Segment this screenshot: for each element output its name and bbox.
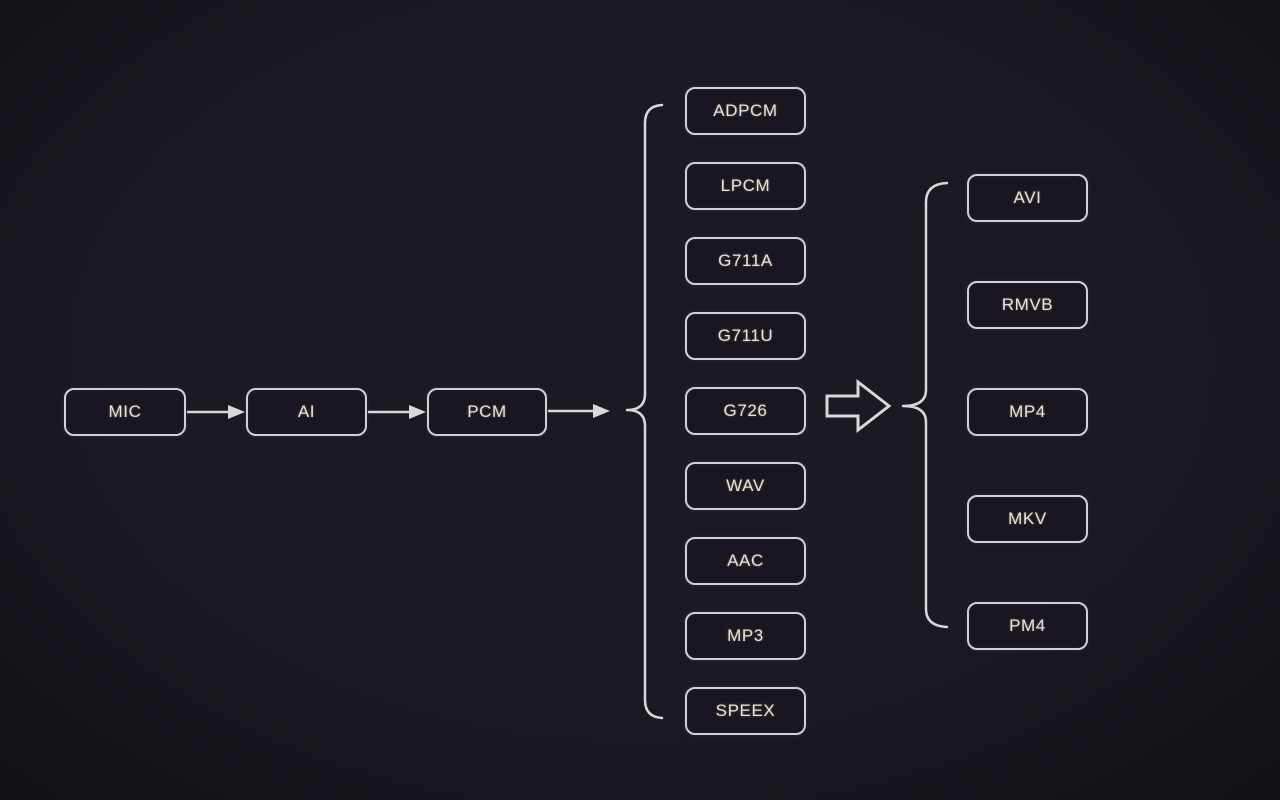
- codec-list: ADPCM LPCM G711A G711U G726 WAV AAC MP3 …: [685, 87, 806, 735]
- codec-g711a: G711A: [685, 237, 806, 285]
- container-rmvb: RMVB: [967, 281, 1088, 329]
- container-label: MKV: [1008, 509, 1047, 528]
- codecs-brace-icon: [625, 103, 664, 720]
- node-ai: AI: [246, 388, 367, 436]
- container-avi: AVI: [967, 174, 1088, 222]
- codec-label: G711U: [717, 326, 774, 345]
- codec-label: LPCM: [720, 176, 771, 195]
- container-pm4: PM4: [967, 602, 1088, 650]
- codecs-to-containers-arrow-icon: [825, 378, 892, 434]
- container-list: AVI RMVB MP4 MKV PM4: [967, 174, 1088, 650]
- codec-label: ADPCM: [713, 101, 778, 120]
- arrow-mic-to-ai-icon: [186, 405, 245, 419]
- container-mkv: MKV: [967, 495, 1088, 543]
- codec-g711u: G711U: [685, 312, 806, 360]
- container-label: PM4: [1009, 616, 1046, 635]
- codec-wav: WAV: [685, 462, 806, 510]
- codec-g726: G726: [685, 387, 806, 435]
- container-label: RMVB: [1001, 295, 1054, 314]
- container-label: AVI: [1013, 188, 1042, 207]
- codec-label: SPEEX: [715, 701, 776, 720]
- node-mic: MIC: [64, 388, 186, 436]
- containers-brace-icon: [901, 181, 949, 629]
- codec-lpcm: LPCM: [685, 162, 806, 210]
- codec-label: WAV: [726, 476, 765, 495]
- codec-label: G726: [723, 401, 768, 420]
- container-label: MP4: [1009, 402, 1046, 421]
- node-mic-label: MIC: [108, 402, 142, 421]
- codec-label: AAC: [727, 551, 764, 570]
- codec-label: G711A: [718, 251, 773, 270]
- arrow-pcm-to-codecs-icon: [547, 404, 610, 418]
- codec-adpcm: ADPCM: [685, 87, 806, 135]
- node-pcm-label: PCM: [467, 402, 507, 421]
- node-ai-label: AI: [297, 402, 316, 421]
- codec-mp3: MP3: [685, 612, 806, 660]
- codec-aac: AAC: [685, 537, 806, 585]
- arrow-ai-to-pcm-icon: [367, 405, 426, 419]
- node-pcm: PCM: [427, 388, 547, 436]
- codec-speex: SPEEX: [685, 687, 806, 735]
- container-mp4: MP4: [967, 388, 1088, 436]
- codec-label: MP3: [727, 626, 764, 645]
